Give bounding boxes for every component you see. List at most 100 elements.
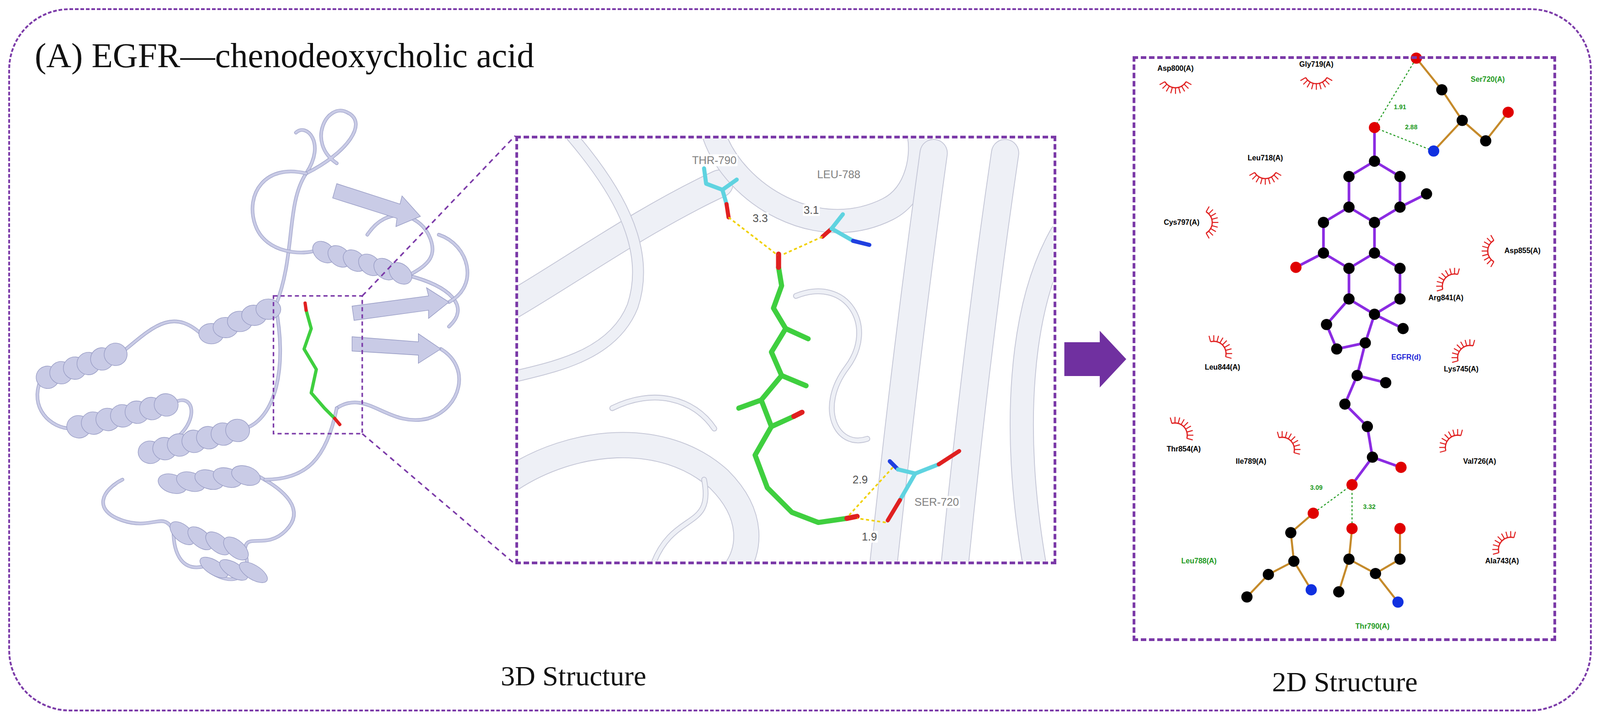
helix-turn [228, 461, 263, 489]
atom [1317, 217, 1330, 229]
hydrophobic-lash [1509, 530, 1511, 537]
distance-label: 2.88 [1403, 123, 1419, 131]
hydrophobic-lash [1490, 261, 1495, 268]
atom [1480, 135, 1492, 147]
hydrophobic-arc [1165, 81, 1187, 88]
distance-label: 1.91 [1393, 103, 1408, 111]
hydrophobic-lash [1324, 79, 1330, 85]
ribbon [518, 445, 747, 562]
atom [1395, 461, 1407, 474]
hydrophobic-lash [1472, 339, 1475, 346]
atom [1290, 261, 1302, 274]
atom [1288, 555, 1300, 567]
residue-label: Ile789(A) [1234, 457, 1268, 466]
hydrophobic-lash [1268, 178, 1270, 185]
hydrophobic-lash [1448, 431, 1452, 437]
residue-sticks [900, 473, 916, 500]
atom [1339, 398, 1351, 410]
hydrophobic-lash [1162, 84, 1167, 89]
hydrophobic-lash [1436, 281, 1443, 283]
atom [1397, 323, 1410, 335]
hydrophobic-lash [1281, 431, 1283, 438]
hydrophobic-lash [1219, 337, 1224, 344]
hydrophobic-lash [1482, 246, 1489, 248]
zoom-line [362, 135, 516, 297]
atom [1285, 527, 1297, 539]
zoom-line [362, 433, 516, 565]
hydrophobic-lash [1166, 85, 1170, 92]
loop-outline [336, 349, 460, 421]
hydrophobic-lash [1444, 434, 1449, 439]
ribbon-outline [714, 138, 920, 222]
illustration-scaled [35, 52, 1516, 608]
loop-outline [265, 407, 337, 480]
hydrophobic-arc [1487, 240, 1494, 262]
oxygen-tip [938, 450, 960, 465]
atom [1428, 145, 1440, 157]
hydrophobic-lash [1483, 257, 1490, 261]
atom [1394, 170, 1406, 183]
ribbon-outline [612, 397, 715, 429]
residue-label: Arg841(A) [1427, 293, 1465, 302]
hydrophobic-lash [1186, 430, 1193, 432]
distance-label: 3.3 [751, 212, 769, 225]
atom [1330, 343, 1343, 355]
panel-frame: (A) EGFR—chenodeoxycholic acid3D Structu… [8, 8, 1592, 712]
hydrophobic-lash [1187, 434, 1194, 436]
hydrophobic-lash [1273, 174, 1278, 180]
loop-outline [306, 110, 356, 174]
hbond-line [1351, 484, 1353, 529]
hydrophobic-lash [1255, 176, 1260, 183]
hydrophobic-lash [1185, 425, 1192, 430]
hydrophobic-lash [1487, 259, 1492, 264]
residue-sticks [831, 228, 853, 241]
distance-label: 1.9 [860, 530, 878, 543]
panel-title: (A) EGFR—chenodeoxycholic acid [34, 36, 535, 75]
loop [252, 171, 317, 253]
zoom-view [518, 138, 1054, 562]
ligand-branch [781, 375, 807, 386]
residue-bond [1433, 120, 1463, 152]
residue-label: Gly719(A) [1298, 60, 1335, 69]
hydrophobic-lash [1222, 340, 1227, 345]
hydrophobic-lash [1294, 449, 1301, 451]
hydrophobic-arc [1254, 172, 1276, 179]
hydrophobic-arc [1206, 211, 1213, 234]
atom [1346, 523, 1358, 535]
helix-turn [223, 417, 252, 444]
residue-label: LEU-788 [815, 168, 862, 181]
loop-outline [122, 321, 205, 352]
ligand-sticks [304, 310, 335, 419]
hydrophobic-lash [1210, 228, 1217, 232]
atom [1343, 262, 1355, 275]
section-heading: 2D Structure [1271, 666, 1418, 698]
hydrophobic-lash [1441, 438, 1448, 442]
hydrophobic-lash [1211, 225, 1218, 228]
hydrophobic-lash [1206, 233, 1210, 239]
hydrophobic-lash [1497, 536, 1502, 541]
hydrophobic-lash [1213, 335, 1215, 342]
protein-overview [35, 110, 516, 587]
hbond-line [848, 467, 893, 516]
atom [1343, 553, 1355, 566]
block-arrow [1064, 330, 1127, 388]
loop-outline [438, 234, 468, 302]
oxygen-tip [847, 516, 858, 519]
ligand-branch [771, 416, 794, 427]
hbond-line [1374, 127, 1434, 151]
atom [1343, 201, 1355, 213]
hydrophobic-lash [1449, 268, 1452, 275]
hydrophobic-lash [1211, 217, 1218, 219]
hydrophobic-lash [1206, 206, 1210, 212]
residue-label: Leu844(A) [1203, 363, 1241, 372]
hydrophobic-lash [1249, 172, 1256, 176]
hydrophobic-lash [1460, 429, 1463, 436]
residue-label: Thr854(A) [1165, 445, 1202, 454]
atom [1368, 217, 1381, 229]
beta-strand [332, 183, 421, 227]
hydrophobic-lash [1260, 178, 1262, 185]
hbond-line [781, 236, 823, 255]
hydrophobic-lash [1293, 452, 1300, 455]
